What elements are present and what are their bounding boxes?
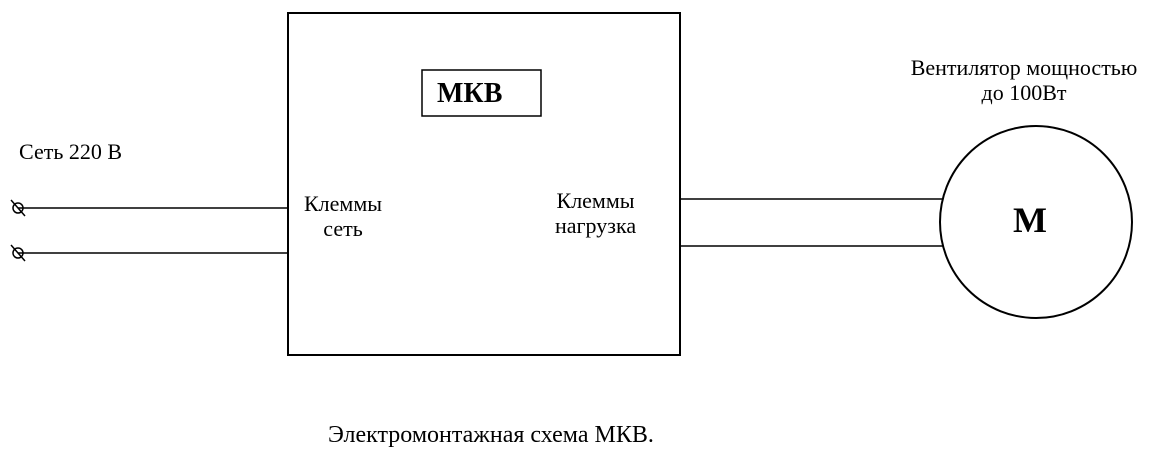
- supply-terminal-2: [10, 244, 26, 262]
- supply-terminal-1: [10, 199, 26, 217]
- diagram-caption: Электромонтажная схема МКВ.: [328, 422, 654, 448]
- fan-caption-line-1: Вентилятор мощностью: [910, 55, 1138, 80]
- motor-letter: М: [1013, 200, 1047, 240]
- mkv-enclosure: [287, 12, 681, 356]
- fan-caption-line-2: до 100Вт: [981, 80, 1067, 106]
- terminals-supply-line-2: сеть: [323, 216, 363, 242]
- fan-caption: Вентилятор мощностью до 100Вт: [878, 55, 1170, 106]
- terminals-load-label: Клеммы нагрузка: [555, 188, 636, 239]
- supply-label: Сеть 220 В: [19, 139, 123, 164]
- terminals-load-line-2: нагрузка: [555, 213, 637, 239]
- terminals-load-line-1: Клеммы: [556, 188, 635, 213]
- mkv-label: МКВ: [437, 78, 503, 109]
- terminals-supply-label: Клеммы сеть: [304, 191, 382, 242]
- mkv-label-box: [421, 69, 542, 117]
- motor-circle: [939, 125, 1133, 319]
- terminals-supply-line-1: Клеммы: [304, 191, 383, 216]
